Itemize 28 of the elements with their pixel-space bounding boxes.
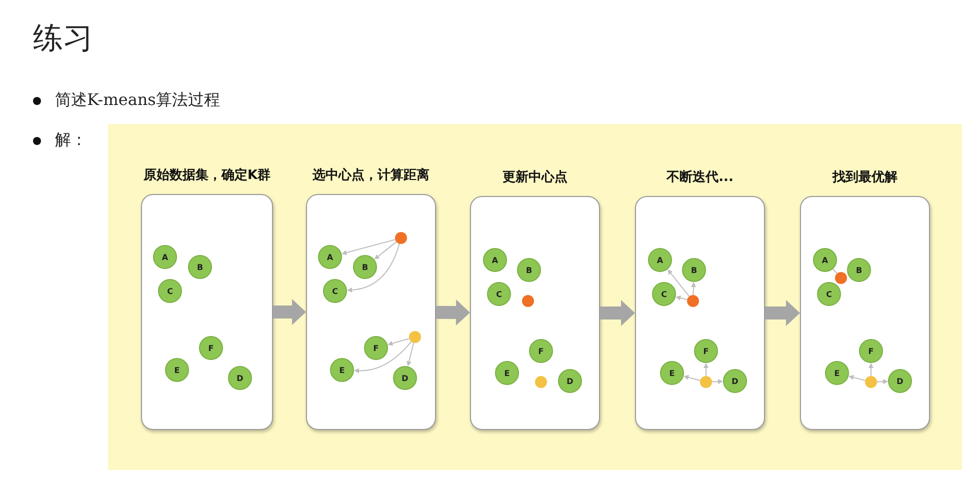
arrow [704, 363, 708, 376]
arrow [347, 243, 400, 292]
arrow [354, 341, 412, 374]
step-heading: 原始数据集，确定K群 [142, 166, 272, 184]
arrow [342, 239, 396, 256]
connector-line [832, 268, 838, 274]
step-arrow [436, 300, 470, 326]
step-heading: 更新中心点 [502, 168, 568, 186]
slide-title: 练习 [33, 20, 93, 58]
step-heading: 选中心点，计算距离 [312, 166, 430, 184]
arrow [876, 379, 888, 384]
step-arrow [600, 300, 635, 326]
step-arrow [273, 299, 306, 325]
arrow [676, 296, 688, 300]
arrow [374, 241, 397, 260]
arrow [684, 374, 701, 381]
bullet-text: 解： [55, 130, 87, 151]
step-heading: 不断迭代... [665, 169, 734, 186]
arrow [668, 269, 690, 297]
bullet-text: 简述K-means算法过程 [55, 90, 220, 111]
arrow [691, 282, 696, 296]
step-arrow [765, 300, 800, 326]
arrow [848, 374, 866, 381]
step-heading: 找到最优解 [831, 169, 898, 186]
arrow [712, 379, 723, 384]
arrow [868, 363, 874, 376]
arrow [388, 338, 410, 346]
arrow [406, 342, 414, 366]
